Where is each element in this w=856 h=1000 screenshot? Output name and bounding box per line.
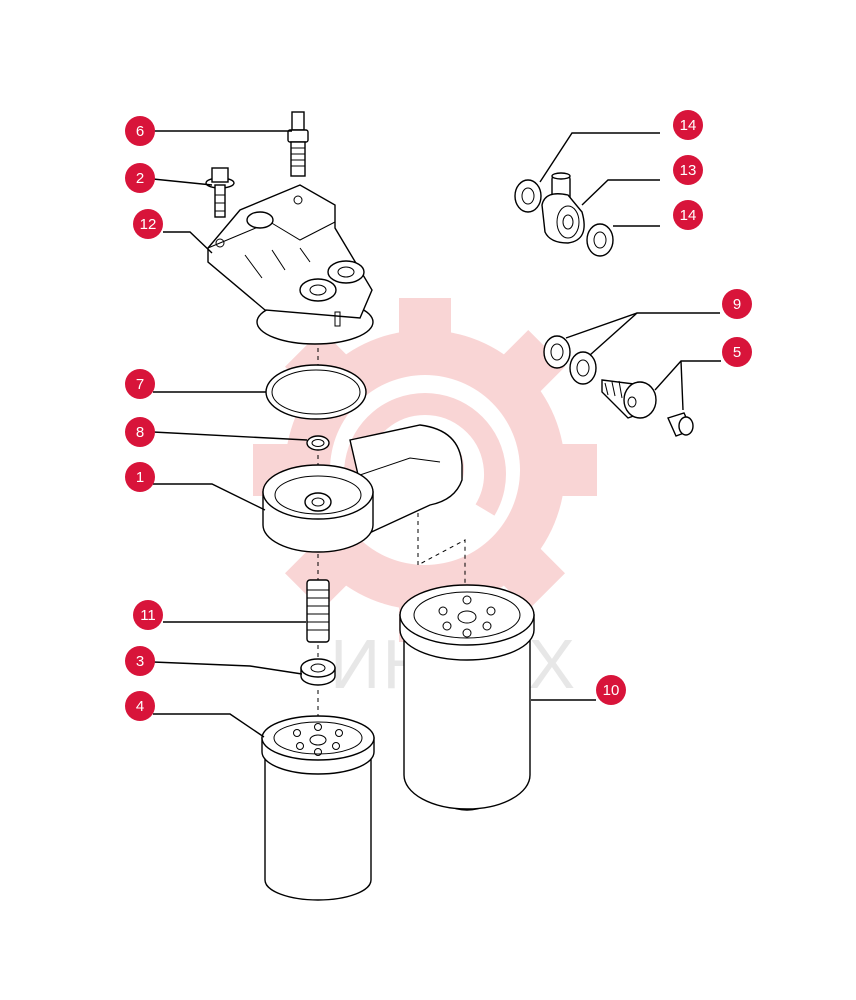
callout-4: 4 <box>125 691 155 721</box>
callout-13: 13 <box>673 155 703 185</box>
bleed-screw <box>667 412 694 437</box>
banjo-bolt <box>601 379 657 419</box>
filter-head-bracket <box>207 184 374 345</box>
svg-text:8: 8 <box>136 424 144 441</box>
svg-text:6: 6 <box>136 123 144 140</box>
callout-1: 1 <box>125 462 155 492</box>
small-o-ring <box>306 435 330 451</box>
callout-3: 3 <box>125 646 155 676</box>
fuel-filter-small <box>261 715 375 901</box>
svg-text:14: 14 <box>680 207 697 224</box>
svg-text:11: 11 <box>140 607 156 624</box>
svg-text:1: 1 <box>136 469 144 486</box>
leader-lines <box>152 130 721 738</box>
callout-5: 5 <box>722 337 752 367</box>
svg-text:14: 14 <box>680 117 697 134</box>
seal-washer <box>300 658 336 686</box>
banjo-fitting <box>541 172 585 244</box>
callout-11: 11 <box>133 600 163 630</box>
filter-adapter-housing <box>262 424 463 553</box>
callout-8: 8 <box>125 417 155 447</box>
callout-12: 12 <box>133 209 163 239</box>
sealing-washer-bottom <box>586 223 614 257</box>
svg-text:3: 3 <box>136 653 144 670</box>
callout-14-bottom: 14 <box>673 200 703 230</box>
svg-text:10: 10 <box>603 682 620 699</box>
callout-6: 6 <box>125 116 155 146</box>
stud-part <box>287 111 309 177</box>
svg-text:5: 5 <box>733 344 741 361</box>
svg-text:4: 4 <box>136 698 144 715</box>
svg-text:9: 9 <box>733 296 741 313</box>
svg-text:12: 12 <box>140 216 157 233</box>
banjo-washers <box>543 335 597 385</box>
threaded-nipple <box>306 579 330 643</box>
callout-2: 2 <box>125 163 155 193</box>
svg-text:13: 13 <box>680 162 697 179</box>
svg-text:2: 2 <box>136 170 144 187</box>
callout-10: 10 <box>596 675 626 705</box>
sealing-washer-top <box>514 179 542 213</box>
bolt-part <box>205 167 235 218</box>
large-o-ring <box>265 364 367 420</box>
callout-9: 9 <box>722 289 752 319</box>
svg-text:7: 7 <box>136 376 144 393</box>
callout-14-top: 14 <box>673 110 703 140</box>
fuel-filter-large <box>399 584 535 811</box>
callout-7: 7 <box>125 369 155 399</box>
